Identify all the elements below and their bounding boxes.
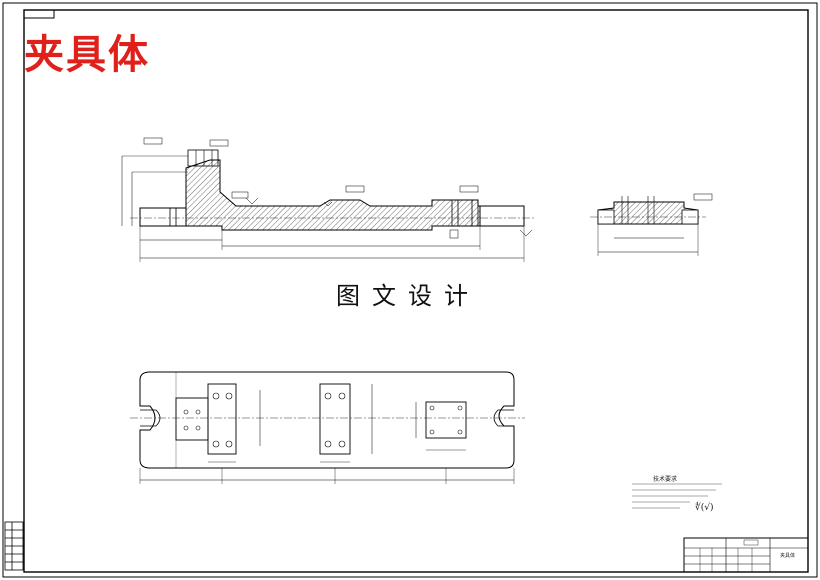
corner-tab <box>23 9 55 19</box>
technical-notes <box>632 483 722 509</box>
surface-finish-symbol: ∜(√) <box>695 503 714 513</box>
left-strip <box>4 521 24 571</box>
technical-requirements-heading: 技术要求 <box>653 476 678 483</box>
title-block <box>683 537 809 573</box>
inner-frame <box>23 9 809 573</box>
front-view <box>121 137 535 262</box>
drawing-title: 夹具体 <box>24 32 150 78</box>
title-block-name: 夹具体 <box>780 553 796 559</box>
watermark-text: 图文设计 <box>336 282 480 310</box>
top-view <box>130 371 525 484</box>
side-view <box>590 193 713 256</box>
